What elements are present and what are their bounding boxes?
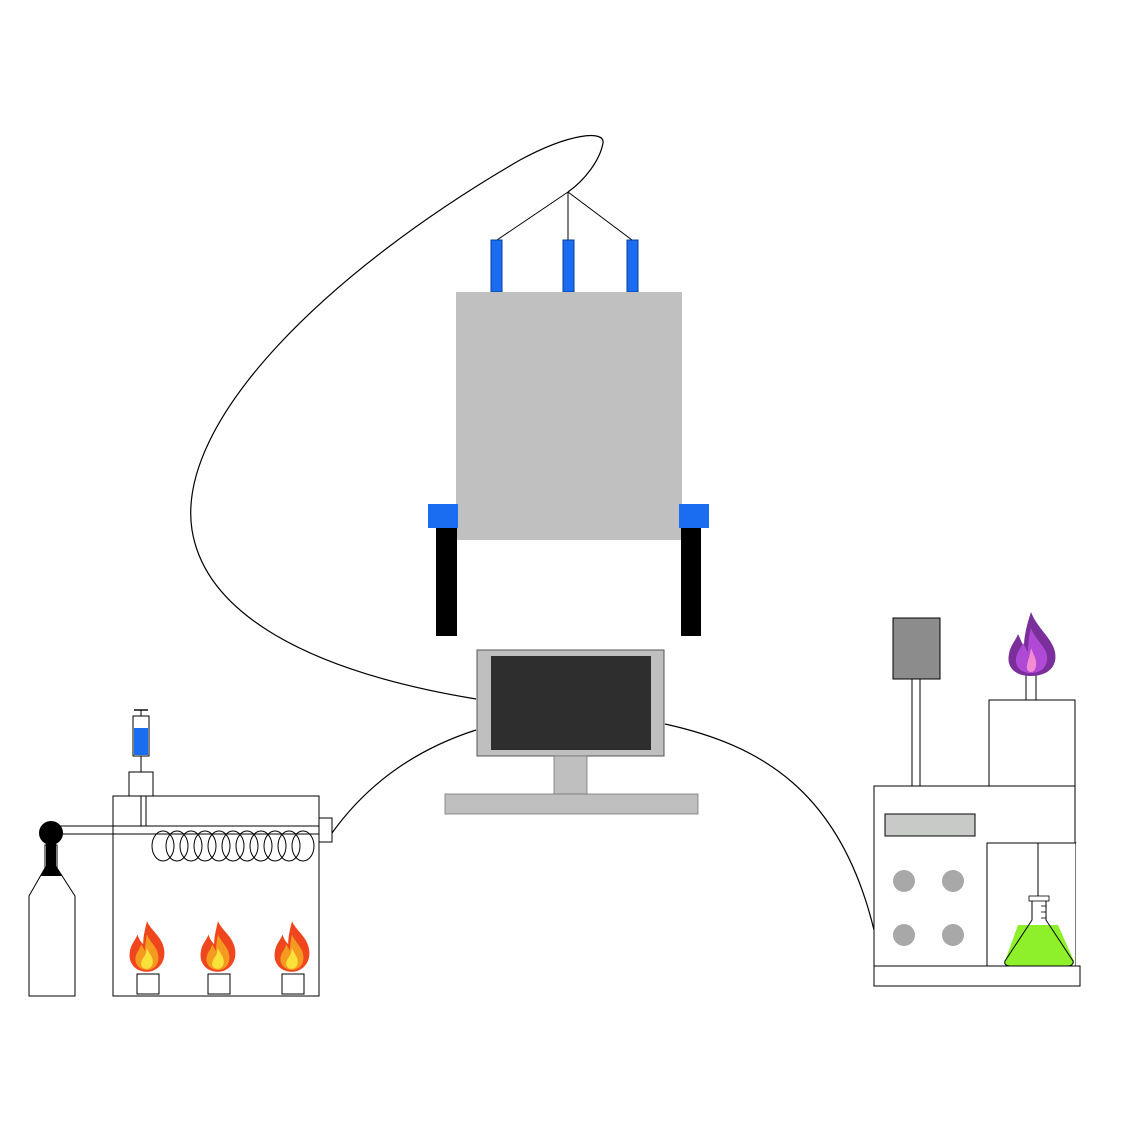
- support-leg-right: [681, 528, 701, 636]
- tube-end-cap: [318, 817, 333, 843]
- knob-icon: [893, 870, 915, 892]
- burner-left: [129, 921, 165, 995]
- analyzer-base-plate: [873, 965, 1081, 987]
- electrode-rod-right: [626, 239, 639, 293]
- syringe-liquid: [134, 728, 148, 755]
- deposition-chamber: [428, 191, 709, 636]
- knob-icon: [893, 924, 915, 946]
- analyzer-upper-housing: [988, 699, 1076, 787]
- monitor-neck: [553, 755, 588, 795]
- analyzer-cutout-mask: [1076, 843, 1080, 966]
- gas-cylinder: [28, 821, 76, 997]
- erlenmeyer-flask-icon: [1004, 843, 1074, 967]
- flask-stopper: [1028, 895, 1050, 902]
- monitor-base: [444, 793, 699, 815]
- monitor-to-analyzer-cable: [664, 723, 875, 931]
- chamber-body: [456, 292, 682, 540]
- monitor-screen: [491, 656, 651, 750]
- analyzer-station: [873, 612, 1081, 987]
- cylinder-body: [28, 844, 76, 997]
- leg-bracket-left: [428, 504, 458, 528]
- cylinder-valve-knob: [39, 821, 63, 845]
- electrode-rod-center: [562, 239, 575, 293]
- burner-nozzle: [1025, 673, 1037, 701]
- support-leg-left: [436, 528, 457, 636]
- heating-coil: [151, 830, 315, 862]
- electrode-rod-left: [490, 239, 503, 293]
- computer-monitor: [444, 649, 699, 815]
- syringe-injector: [128, 709, 154, 826]
- syringe-valve: [128, 771, 154, 797]
- heating-furnace: [60, 709, 333, 997]
- controller-box: [892, 617, 941, 680]
- burner-right: [274, 921, 310, 995]
- purple-fire-icon: [1008, 612, 1056, 676]
- furnace-to-monitor-cable: [331, 729, 477, 834]
- knob-icon: [942, 924, 964, 946]
- analyzer-display: [884, 813, 976, 837]
- leg-bracket-right: [679, 504, 709, 528]
- furnace-top-shelf: [112, 795, 320, 827]
- electrode-wires: [496, 191, 633, 241]
- cylinder-neck: [41, 842, 62, 876]
- flask-glass: [1004, 901, 1074, 967]
- signal-cables: [190, 134, 875, 931]
- knob-icon: [942, 870, 964, 892]
- burner-middle: [200, 921, 236, 995]
- chamber-to-monitor-cable: [190, 134, 604, 700]
